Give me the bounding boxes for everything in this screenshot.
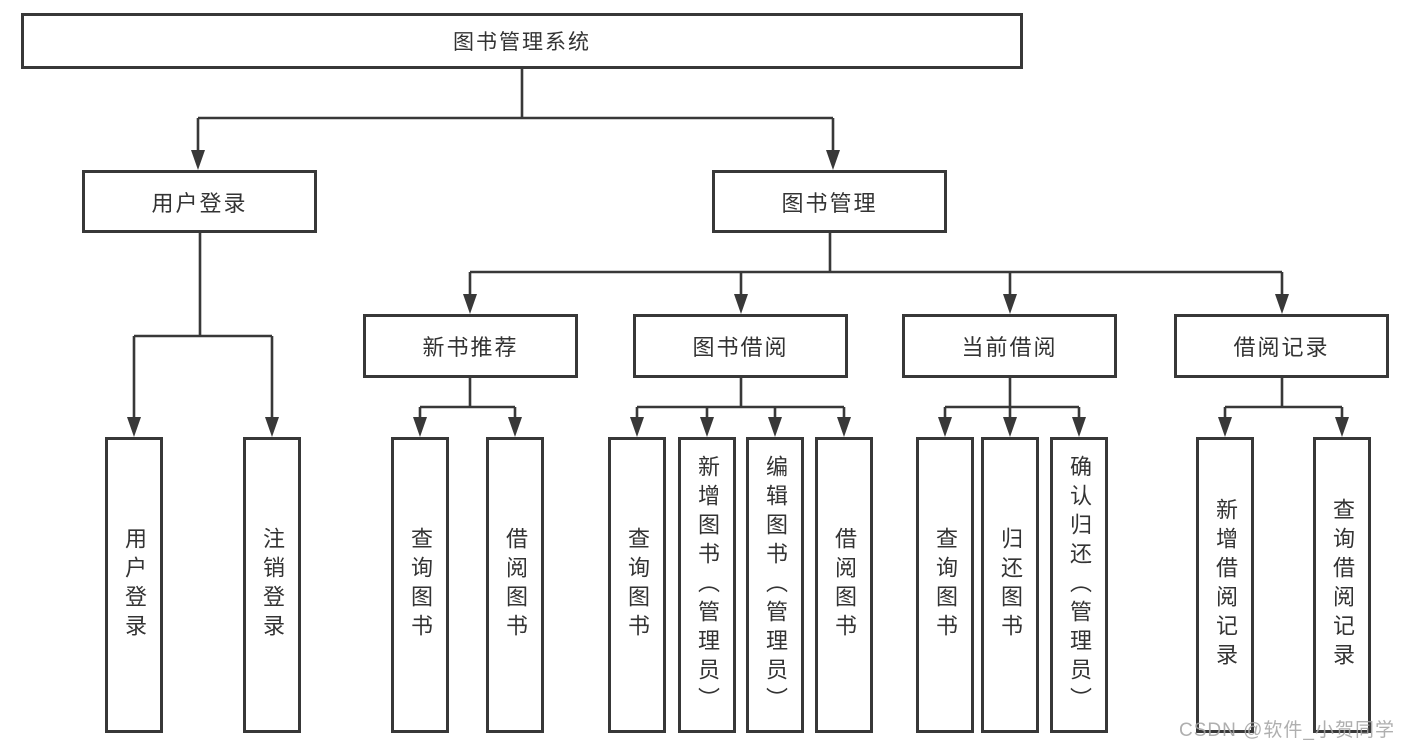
leaf-recommend-borrow-books-label: 借阅图书 xyxy=(503,527,528,643)
arrowheads-level3 xyxy=(463,294,1289,314)
node-root-label: 图书管理系统 xyxy=(453,31,591,54)
leaf-logout-label: 注销登录 xyxy=(260,527,285,643)
arrowheads-usermodule xyxy=(127,417,279,437)
leaf-edit-books-admin-label: 编辑图书（管理员） xyxy=(763,454,788,716)
node-root: 图书管理系统 xyxy=(21,13,1023,69)
leaf-current-query-books: 查询图书 xyxy=(916,437,974,733)
leaf-borrow-books: 借阅图书 xyxy=(815,437,873,733)
connector-bookmgmt-to-level3 xyxy=(468,233,1284,298)
leaf-logout: 注销登录 xyxy=(243,437,301,733)
node-book-management-label: 图书管理 xyxy=(781,190,878,216)
csdn-watermark: CSDN @软件_小贺同学 xyxy=(1179,720,1395,741)
leaf-return-books-label: 归还图书 xyxy=(998,527,1023,643)
leaf-query-borrow-record: 查询借阅记录 xyxy=(1313,437,1371,733)
leaf-borrow-books-label: 借阅图书 xyxy=(832,527,857,643)
leaf-confirm-return-admin: 确认归还（管理员） xyxy=(1050,437,1108,733)
leaf-user-login: 用户登录 xyxy=(105,437,163,733)
node-user-login-label: 用户登录 xyxy=(151,190,248,216)
arrowheads-borrow xyxy=(630,417,851,437)
leaf-confirm-return-admin-label: 确认归还（管理员） xyxy=(1067,454,1092,716)
arrowheads-records xyxy=(1218,417,1349,437)
leaf-add-borrow-record: 新增借阅记录 xyxy=(1196,437,1254,733)
node-book-borrow: 图书借阅 xyxy=(633,314,848,378)
connector-usermodule-to-leaves xyxy=(132,233,274,421)
leaf-user-login-label: 用户登录 xyxy=(122,527,147,643)
node-borrow-records-label: 借阅记录 xyxy=(1233,335,1330,360)
leaf-return-books: 归还图书 xyxy=(981,437,1039,733)
leaf-recommend-borrow-books: 借阅图书 xyxy=(486,437,544,733)
node-current-borrow: 当前借阅 xyxy=(902,314,1117,378)
node-current-borrow-label: 当前借阅 xyxy=(961,335,1058,360)
leaf-add-books-admin-label: 新增图书（管理员） xyxy=(695,454,720,716)
leaf-recommend-query-books-label: 查询图书 xyxy=(408,527,433,643)
connector-newbook-to-leaves xyxy=(418,378,517,421)
leaf-edit-books-admin: 编辑图书（管理员） xyxy=(746,437,804,733)
node-new-book-recommend-label: 新书推荐 xyxy=(422,335,519,360)
arrowheads-newbook xyxy=(413,417,522,437)
arrowheads-level2 xyxy=(191,150,840,170)
node-book-borrow-label: 图书借阅 xyxy=(692,335,789,360)
leaf-borrow-query-books-label: 查询图书 xyxy=(625,527,650,643)
node-user-login: 用户登录 xyxy=(82,170,317,233)
leaf-add-borrow-record-label: 新增借阅记录 xyxy=(1213,498,1238,672)
connector-root-to-level2 xyxy=(196,69,835,154)
leaf-add-books-admin: 新增图书（管理员） xyxy=(678,437,736,733)
connector-current-to-leaves xyxy=(943,378,1081,421)
leaf-recommend-query-books: 查询图书 xyxy=(391,437,449,733)
node-book-management: 图书管理 xyxy=(712,170,947,233)
arrowheads-current xyxy=(938,417,1086,437)
node-borrow-records: 借阅记录 xyxy=(1174,314,1389,378)
node-new-book-recommend: 新书推荐 xyxy=(363,314,578,378)
leaf-query-borrow-record-label: 查询借阅记录 xyxy=(1330,498,1355,672)
connector-records-to-leaves xyxy=(1223,378,1344,421)
leaf-borrow-query-books: 查询图书 xyxy=(608,437,666,733)
leaf-current-query-books-label: 查询图书 xyxy=(933,527,958,643)
connector-borrow-to-leaves xyxy=(635,378,846,421)
